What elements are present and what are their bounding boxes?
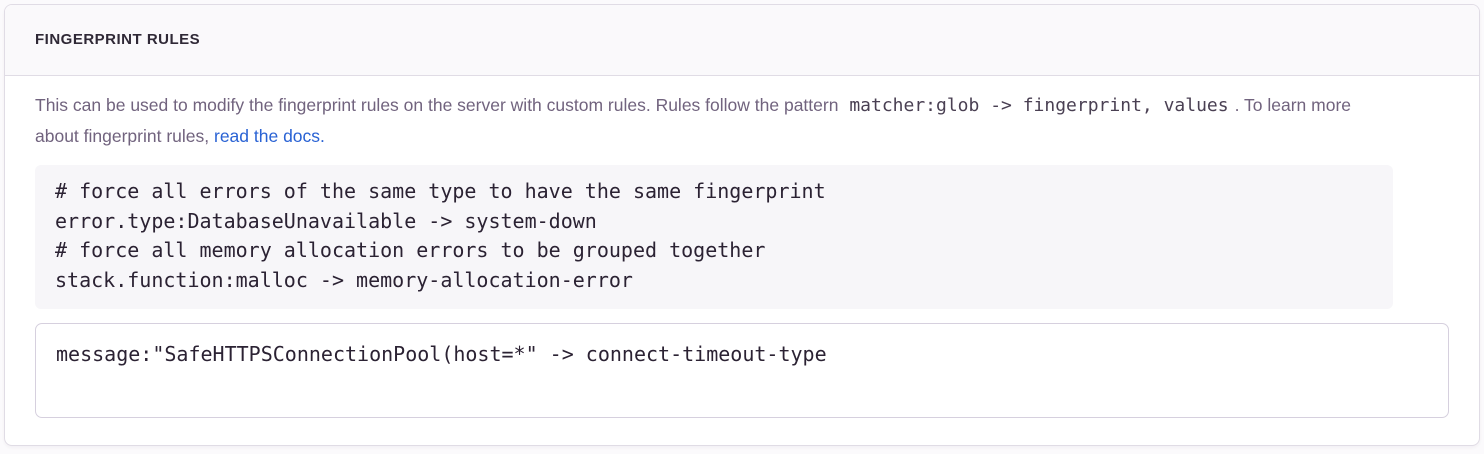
fingerprint-rules-panel: FINGERPRINT RULES This can be used to mo…	[4, 4, 1480, 446]
fingerprint-rules-input[interactable]: message:"SafeHTTPSConnectionPool(host=*"…	[35, 323, 1449, 418]
read-the-docs-link[interactable]: read the docs.	[214, 126, 325, 146]
pattern-inline-code: matcher:glob -> fingerprint, values	[849, 95, 1229, 116]
description-text-before: This can be used to modify the fingerpri…	[35, 95, 844, 115]
example-code-block: # force all errors of the same type to h…	[35, 165, 1393, 309]
panel-title: FINGERPRINT RULES	[35, 31, 201, 48]
description: This can be used to modify the fingerpri…	[35, 90, 1393, 152]
description-text-after: . To learn more about fingerprint rules,	[35, 95, 1352, 146]
panel-header: FINGERPRINT RULES	[5, 5, 1479, 76]
panel-body: This can be used to modify the fingerpri…	[5, 76, 1479, 445]
